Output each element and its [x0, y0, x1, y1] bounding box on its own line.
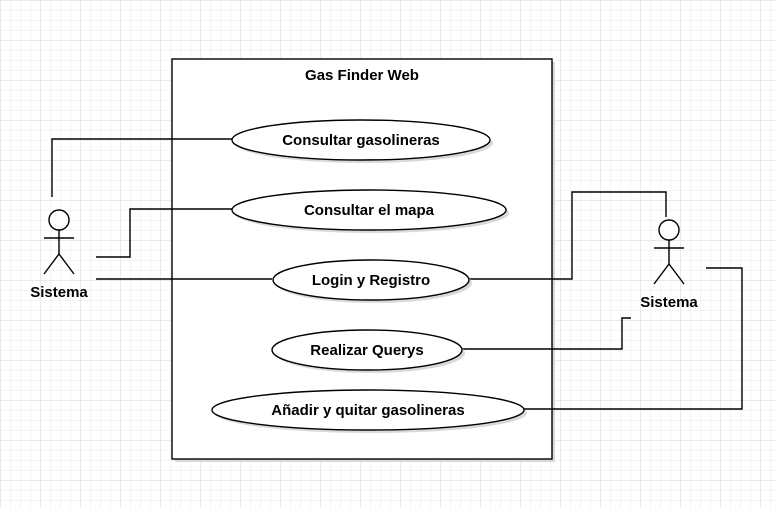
use-case-consultar-gasolineras[interactable]: Consultar gasolineras — [231, 119, 493, 163]
edge-querys-right-actor — [462, 317, 631, 350]
use-case-anadir-quitar[interactable]: Añadir y quitar gasolineras — [211, 389, 527, 433]
edge-left-consultar-mapa — [96, 208, 232, 258]
use-case-label: Login y Registro — [312, 272, 430, 289]
use-case-login-registro[interactable]: Login y Registro — [272, 259, 472, 303]
stick-figure-icon — [43, 209, 75, 275]
edge-anadir-right-actor — [524, 267, 743, 410]
actor-label: Sistema — [30, 284, 88, 301]
stick-figure-icon — [653, 219, 685, 285]
use-case-label: Consultar gasolineras — [282, 132, 440, 149]
use-case-consultar-mapa[interactable]: Consultar el mapa — [231, 189, 509, 233]
edge-login-right-actor — [469, 191, 667, 280]
actor-right[interactable]: Sistema — [640, 219, 698, 311]
use-case-label: Añadir y quitar gasolineras — [271, 402, 464, 419]
edge-left-consultar-gasolineras — [51, 138, 232, 197]
use-case-label: Consultar el mapa — [304, 202, 435, 219]
system-title: Gas Finder Web — [305, 67, 419, 84]
actor-label: Sistema — [640, 294, 698, 311]
actor-left[interactable]: Sistema — [30, 209, 88, 301]
connectors — [51, 138, 743, 410]
use-case-realizar-querys[interactable]: Realizar Querys — [271, 329, 465, 373]
use-case-label: Realizar Querys — [310, 342, 423, 359]
